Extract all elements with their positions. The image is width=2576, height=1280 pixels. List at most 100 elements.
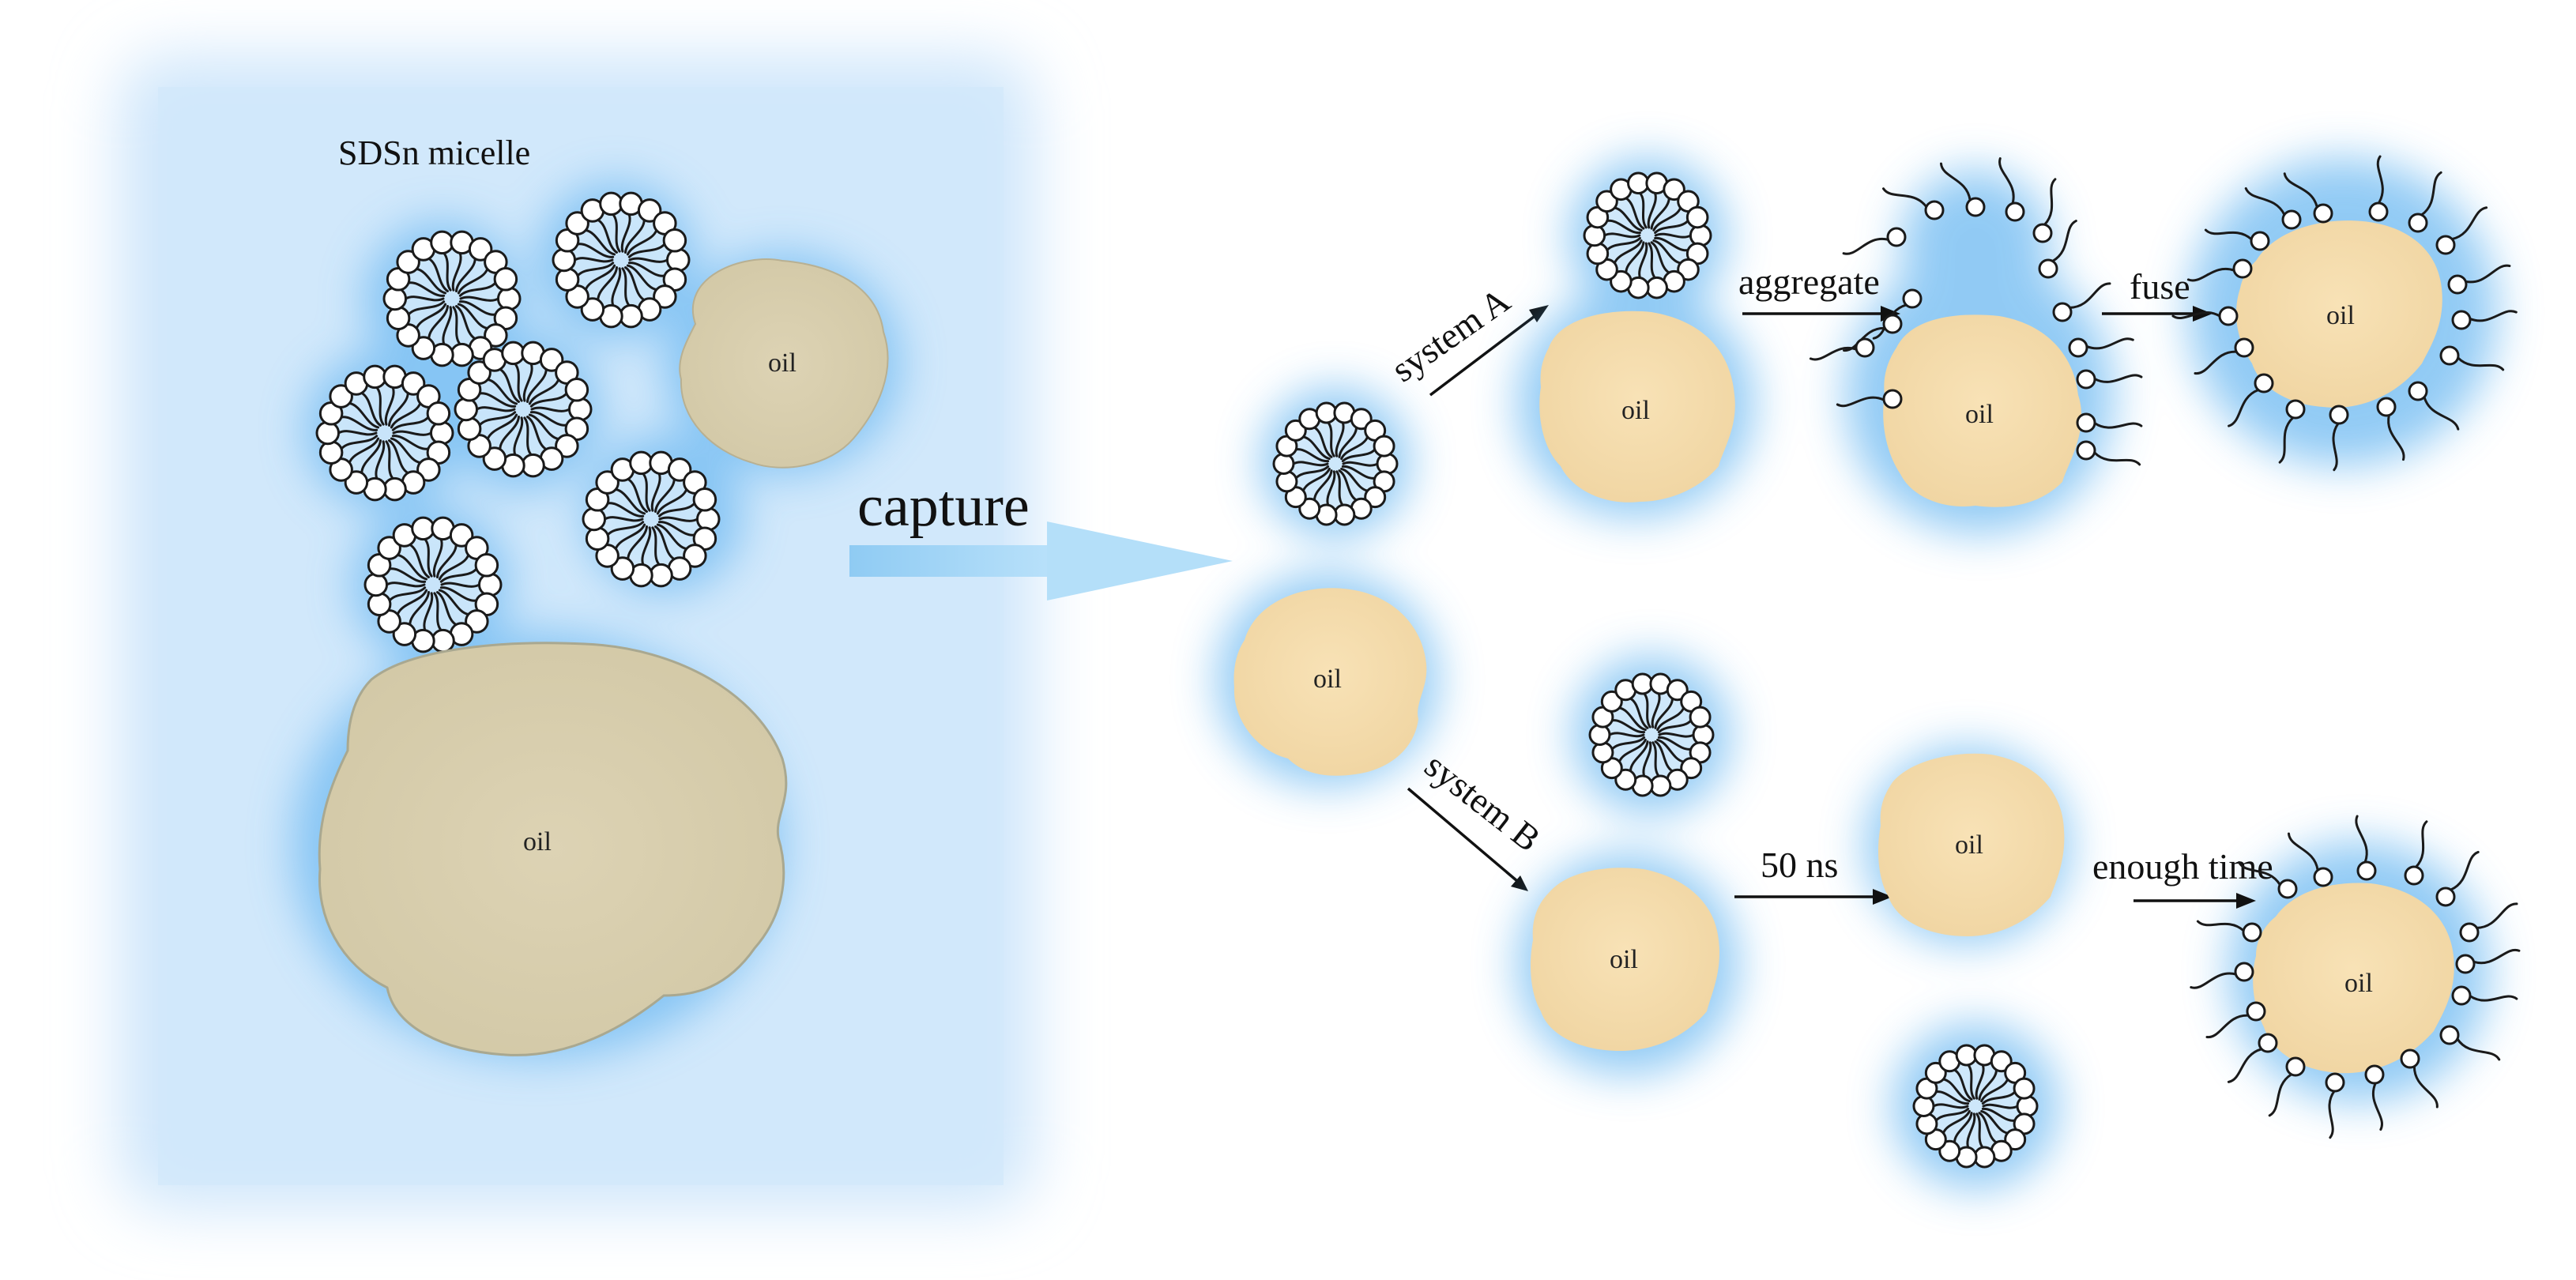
surfactant-head <box>1938 1139 1961 1162</box>
aggregate-surfactants <box>1809 157 2143 466</box>
surfactant-tail <box>348 401 380 429</box>
time-50ns-label: 50 ns <box>1761 845 1838 885</box>
surfactant-head <box>329 384 353 408</box>
surfactant-head <box>1689 224 1712 247</box>
surfactant-tail <box>2469 995 2518 1002</box>
surfactant-tail <box>443 251 452 292</box>
surfactant-head <box>653 284 677 309</box>
surfactant-head <box>392 622 417 646</box>
surfactant-head <box>386 306 411 330</box>
surfactant-tail <box>1648 242 1656 280</box>
surfactant-tail <box>1327 421 1335 457</box>
surfactant-head <box>1855 337 1875 358</box>
surfactant-tail <box>2238 860 2281 887</box>
oil-label: oil <box>2326 301 2355 330</box>
surfactant-tail <box>385 440 394 480</box>
surfactant-tail <box>1651 741 1660 777</box>
micelle-2 <box>552 191 691 329</box>
surfactant-tail <box>1941 1109 1971 1135</box>
surfactant-tail <box>1656 738 1685 763</box>
surfactant-tail <box>1953 1068 1973 1101</box>
surfactant-tail <box>390 401 422 429</box>
surfactant-head <box>1685 205 1709 229</box>
surfactant-head <box>637 198 662 223</box>
surfactant-tail <box>1606 237 1641 252</box>
surfactant-tail <box>2423 396 2460 431</box>
surfactant-head <box>552 247 577 273</box>
surfactant-tail <box>459 296 499 302</box>
surfactant-tail <box>574 257 614 263</box>
surfactant-head <box>496 286 522 311</box>
surfactant-tail <box>388 391 409 427</box>
surfactant-head <box>431 628 455 653</box>
surfactant-head <box>1631 672 1654 695</box>
surfactant-tail <box>597 266 618 302</box>
surfactant-head <box>555 434 579 458</box>
surfactant-head <box>2016 1095 2039 1117</box>
surfactant-head <box>2032 223 2053 243</box>
surfactant-tail <box>2475 902 2518 929</box>
surfactant-tail <box>438 553 470 581</box>
surfactant-tail <box>1652 206 1682 232</box>
surfactant-head <box>426 401 451 426</box>
surfactant-tail <box>2171 311 2221 319</box>
surfactant-head <box>1924 1061 1947 1084</box>
surfactant-tail <box>576 243 615 258</box>
surfactant-tail <box>375 440 386 480</box>
surfactant-tail <box>1643 692 1651 728</box>
surfactant-head <box>363 572 389 597</box>
surfactant-tail <box>1981 1090 2017 1105</box>
surfactant-tail <box>1809 346 1858 361</box>
surfactant-head <box>2451 310 2472 330</box>
surfactant-head <box>2232 258 2253 279</box>
surfactant-head <box>1692 724 1715 746</box>
oil-droplet-fused: oil <box>2236 220 2442 408</box>
surfactant-head <box>2004 1128 2027 1151</box>
system-b-label: system B <box>1418 745 1548 860</box>
surfactant-tail <box>1294 465 1330 480</box>
surfactant-head <box>2234 962 2254 982</box>
surfactant-tail <box>2227 1048 2263 1083</box>
surfactant-tail <box>528 378 560 405</box>
surfactant-head <box>2281 209 2302 230</box>
surfactant-head <box>1583 224 1606 247</box>
surfactant-head <box>2005 201 2025 222</box>
surfactant-head <box>2076 369 2096 390</box>
surfactant-head <box>2285 399 2306 420</box>
surfactant-head <box>2313 203 2333 224</box>
surfactant-tail <box>1656 706 1685 732</box>
surfactant-head <box>493 267 518 292</box>
surfactant-tail <box>360 391 382 427</box>
surfactant-tail <box>1934 1090 1970 1105</box>
surfactant-head <box>484 323 508 348</box>
surfactant-tail <box>1629 740 1649 773</box>
surfactant-tail <box>597 218 618 254</box>
surfactant-head <box>1333 503 1356 526</box>
surfactant-tail <box>1639 191 1648 229</box>
surfactant-head <box>2368 201 2389 222</box>
surfactant-head <box>1666 679 1689 702</box>
micelle-system-b-top <box>1588 672 1715 797</box>
surfactant-head <box>1627 171 1650 195</box>
surfactant-tail <box>2355 815 2368 864</box>
surfactant-tail <box>1657 719 1693 734</box>
surfactant-tail <box>2456 1037 2501 1061</box>
surfactant-head <box>454 397 479 422</box>
surfactant-tail <box>386 582 426 588</box>
surfactant-tail <box>388 439 409 475</box>
surfactant-tail <box>1642 741 1652 777</box>
surfactant-head <box>450 342 474 367</box>
surfactant-head <box>595 470 620 495</box>
surfactant-tail <box>1654 697 1674 729</box>
surfactant-tail <box>375 386 385 426</box>
surfactant-tail <box>451 251 462 292</box>
surfactant-tail <box>1603 232 1641 239</box>
surfactant-head <box>467 360 491 385</box>
surfactant-tail <box>2415 820 2428 868</box>
surfactant-head <box>1298 497 1321 520</box>
surfactant-tail <box>1610 719 1646 734</box>
surfactant-head <box>2052 302 2073 322</box>
surfactant-head <box>1663 178 1685 201</box>
surfactant-tail <box>439 586 478 602</box>
